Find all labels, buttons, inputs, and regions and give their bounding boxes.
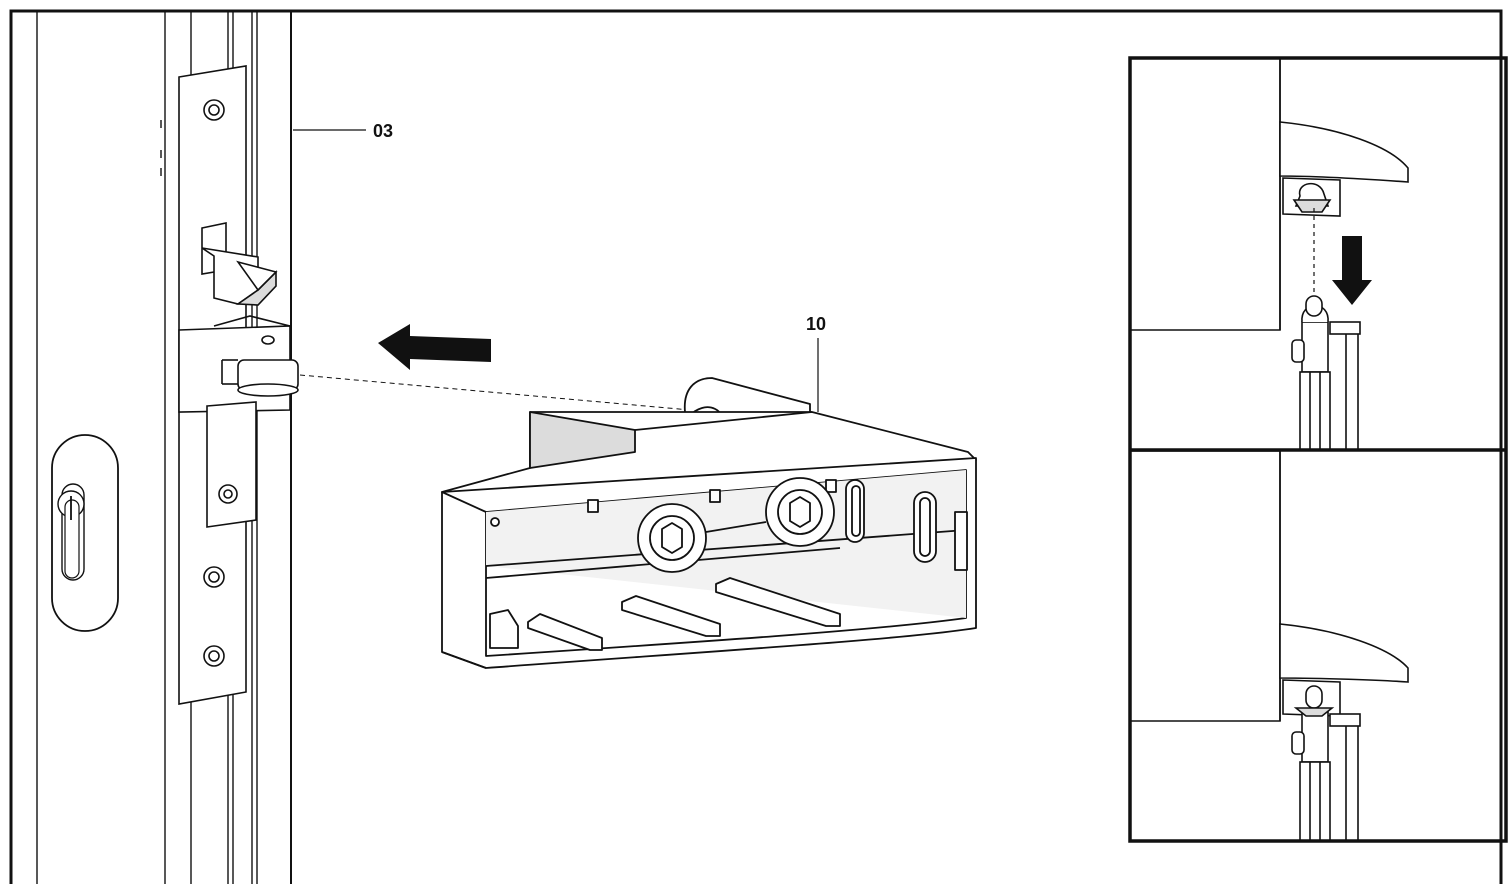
- down-direction-arrow: [1332, 236, 1372, 305]
- callout-label-03: 03: [373, 121, 393, 141]
- callout-label-10: 10: [806, 314, 826, 334]
- mounting-bracket: [441, 377, 977, 669]
- push-direction-arrow: [378, 324, 491, 370]
- striker-plate: [178, 65, 299, 705]
- alignment-dashed-line: [299, 374, 691, 411]
- cylinder-escutcheon: [51, 434, 119, 632]
- inset-panel-after-engagement: [1130, 451, 1409, 841]
- inset-panel-before-engagement: [1130, 58, 1409, 449]
